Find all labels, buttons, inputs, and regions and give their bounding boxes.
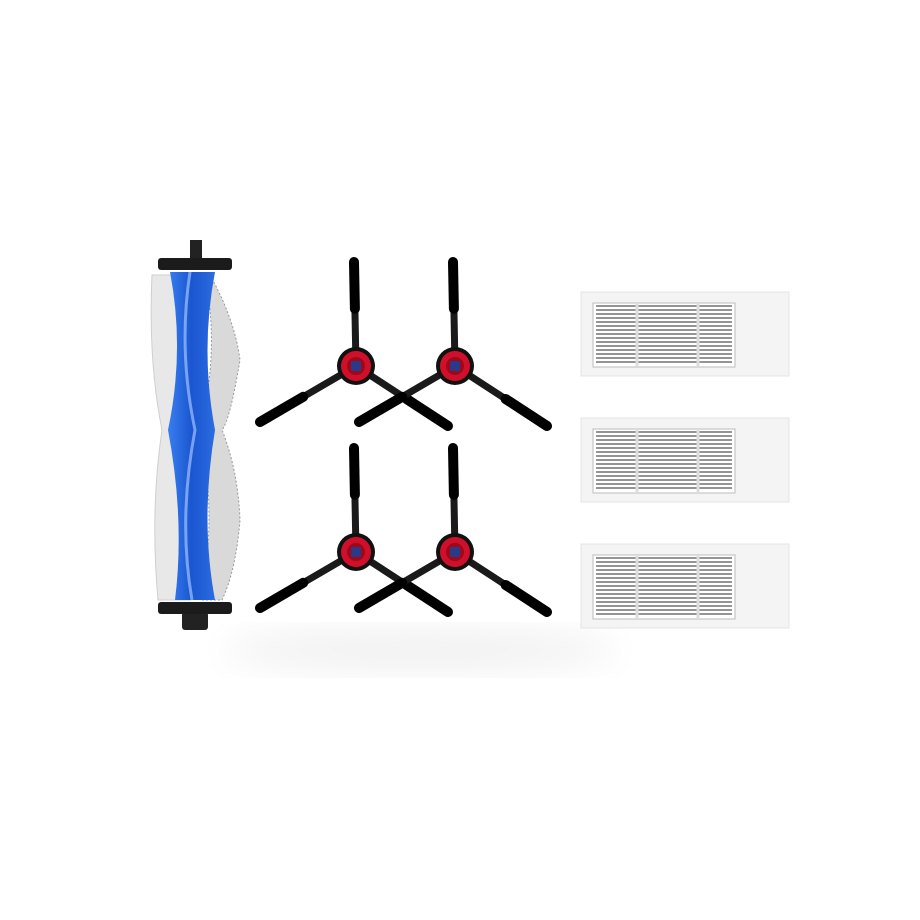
side-brush [354, 257, 552, 431]
shadow [220, 630, 620, 670]
side-brush [255, 443, 453, 617]
main-roller-brush [150, 240, 241, 630]
hepa-filter [580, 417, 790, 503]
hepa-filter [580, 543, 790, 629]
side-brush [354, 443, 552, 617]
hepa-filter [580, 291, 790, 377]
side-brush [255, 257, 453, 431]
